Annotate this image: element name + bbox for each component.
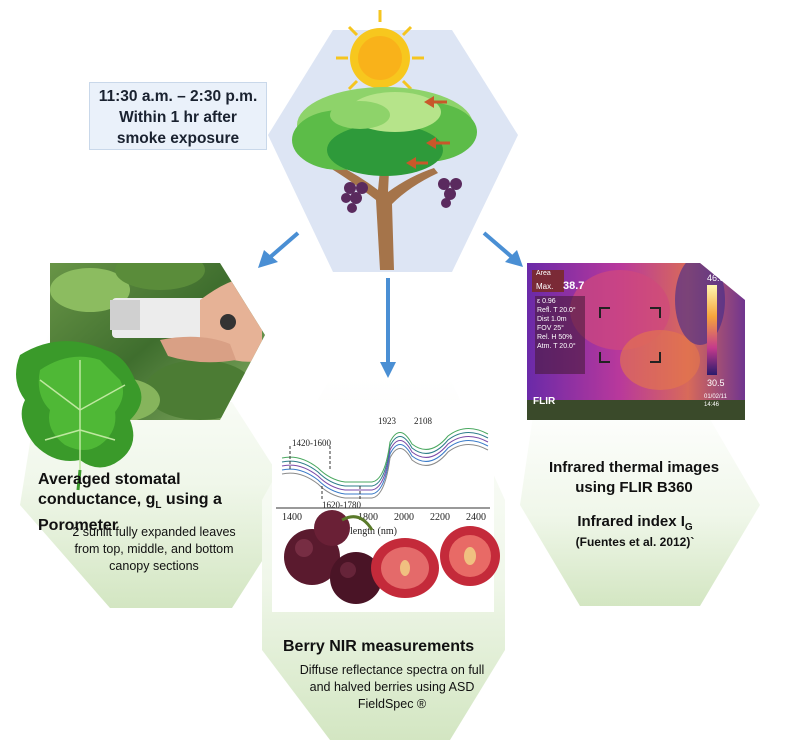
- nir-title: Berry NIR measurements: [283, 638, 475, 655]
- thermal-photo: [527, 263, 745, 420]
- time-line-3: smoke exposure: [116, 130, 240, 147]
- spectra-label-1420: 1420-1600: [292, 438, 331, 448]
- axis-tick: 1800: [358, 512, 378, 523]
- axis-tick: 2200: [430, 512, 450, 523]
- thermal-param: Rel. H 50%: [537, 334, 572, 341]
- thermal-param: Refl. T 20.0°: [537, 306, 576, 314]
- flir-brand: FLIR: [533, 396, 556, 407]
- thermal-scale-top: 46.9: [707, 273, 725, 283]
- axis-tick: 2000: [394, 512, 414, 523]
- thermal-date: 01/02/11: [704, 394, 728, 400]
- spectra-label-1620: 1620-1780: [322, 500, 361, 510]
- tree-icon: [292, 87, 477, 270]
- thermal-max-value: 38.7: [563, 280, 584, 292]
- thermal-citation: (Fuentes et al. 2012)`: [575, 535, 695, 549]
- thermal-param: Atm. T 20.0°: [537, 342, 576, 350]
- thermal-param: ε 0.96: [537, 298, 556, 305]
- time-line-1: 11:30 a.m. – 2:30 p.m.: [98, 88, 258, 105]
- sun-icon: [336, 10, 424, 108]
- axis-tick: 1400: [282, 512, 302, 523]
- thermal-title: Infrared thermal images using FLIR B360: [548, 459, 720, 496]
- thermal-param: Dist 1.0m: [537, 316, 567, 323]
- porometer-photo: [50, 263, 265, 420]
- grape-leaf-icon: [16, 341, 142, 491]
- arrow-down-icon: [258, 231, 523, 378]
- axis-tick: 2400: [466, 512, 486, 523]
- hex-thermal: [520, 402, 760, 606]
- thermal-max-label: Max.: [536, 282, 553, 291]
- axis-label: length (nm): [350, 526, 397, 537]
- spectra-label-2108: 2108: [414, 416, 433, 426]
- nir-description: Diffuse reflectance spectra on full and …: [299, 663, 485, 711]
- thermal-scale-bottom: 30.5: [707, 378, 725, 388]
- infrared-index: Infrared index IG: [577, 513, 693, 533]
- thermal-param: FOV 25°: [537, 324, 564, 332]
- grape-berries: [284, 510, 500, 604]
- time-line-2: Within 1 hr after: [119, 109, 237, 126]
- thermal-area-label: Area: [536, 270, 551, 277]
- spectra-label-1923: 1923: [378, 416, 397, 426]
- stomatal-title: Averaged stomatal conductance, gL using …: [38, 471, 222, 535]
- thermal-time: 14:46: [704, 402, 720, 408]
- time-window-box: 11:30 a.m. – 2:30 p.m. Within 1 hr after…: [89, 82, 267, 150]
- stomatal-description: 2 sunlit fully expanded leaves from top,…: [72, 525, 236, 573]
- thermal-params: ε 0.96 Refl. T 20.0° Dist 1.0m FOV 25° R…: [537, 298, 576, 350]
